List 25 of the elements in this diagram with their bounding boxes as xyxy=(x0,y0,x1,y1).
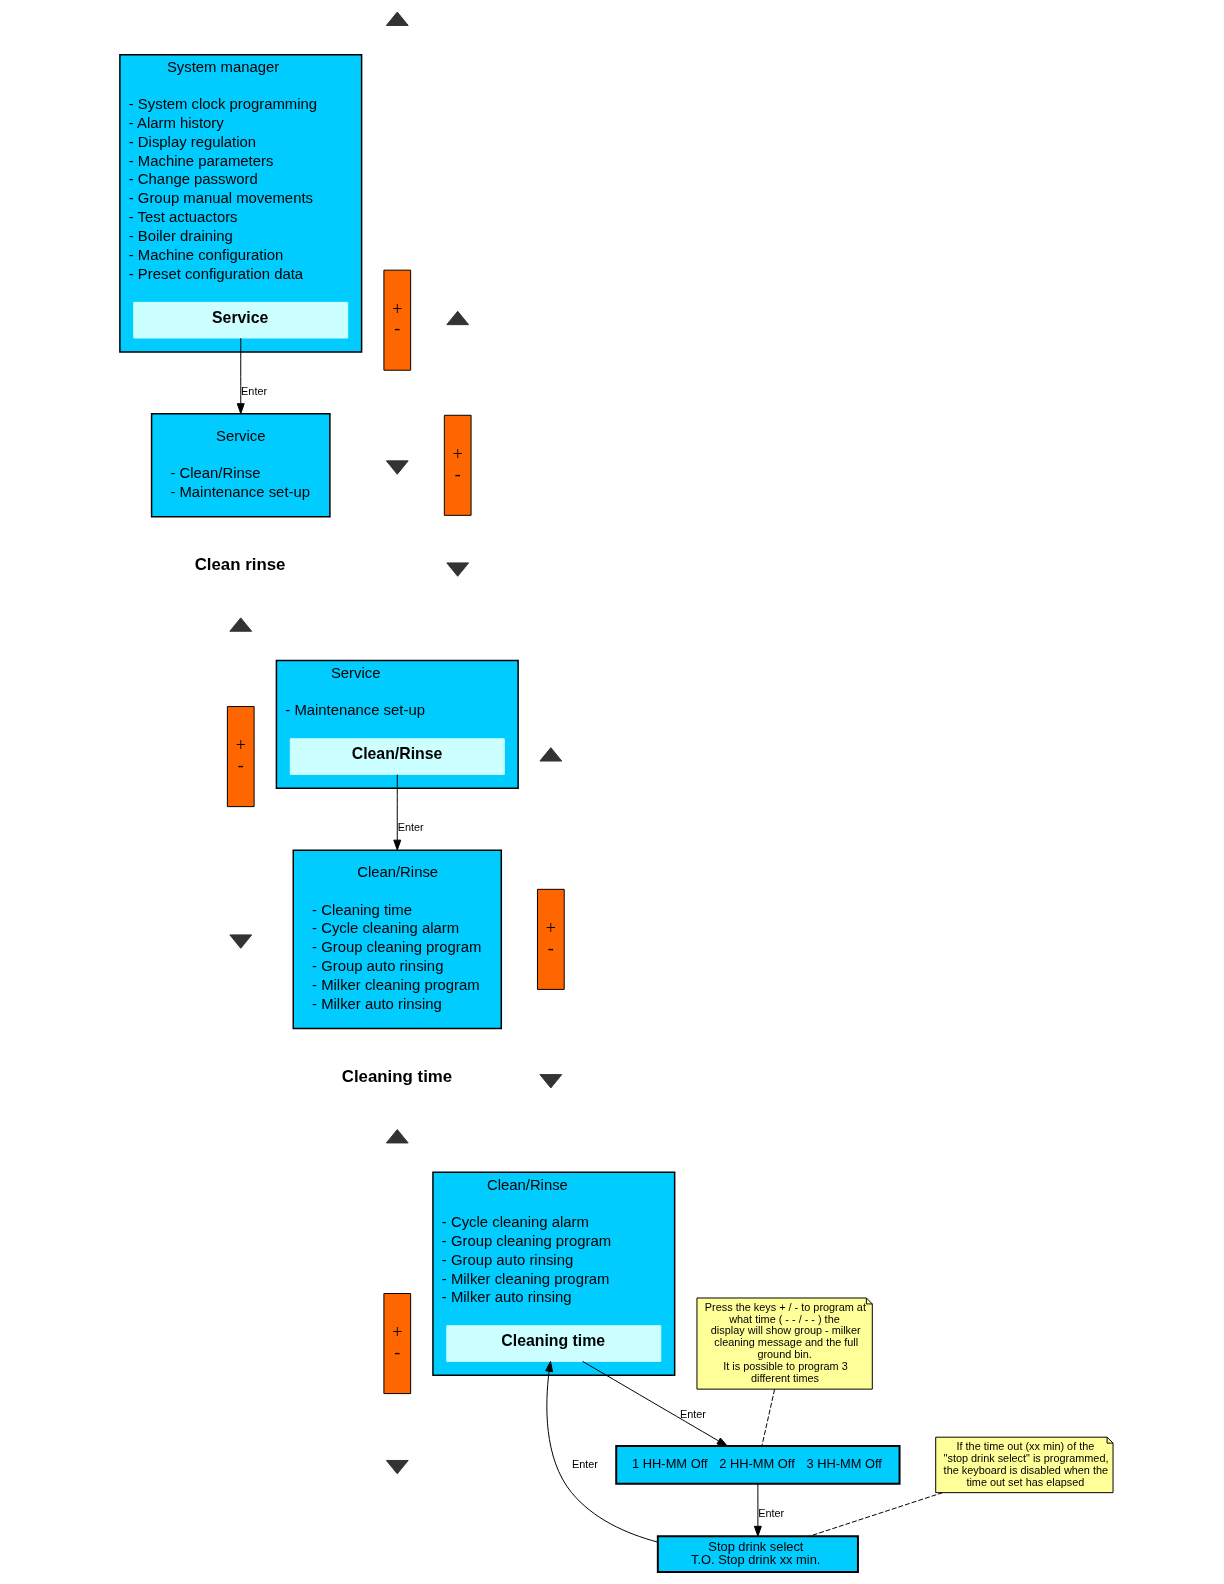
connector xyxy=(808,1492,943,1537)
edge-label: Enter xyxy=(679,1408,706,1421)
node-box: Service xyxy=(132,301,348,339)
node-box: + - xyxy=(382,1293,411,1395)
node-box: 1 HH-MM Off 2 HH-MM Off 3 HH-MM Off xyxy=(614,1445,901,1485)
connector xyxy=(760,1388,775,1447)
node-box: Stop drink select T.O. Stop drink xx min. xyxy=(656,1535,859,1573)
edge-label: Enter xyxy=(757,1507,784,1520)
label: Clean rinse xyxy=(194,555,285,575)
edge-label: Enter xyxy=(240,384,267,397)
node-box: + - xyxy=(226,706,255,808)
node-box: + - xyxy=(443,414,472,516)
edge-label: Enter xyxy=(397,821,424,834)
arrow xyxy=(544,1360,658,1543)
node-box: Clean/Rinse - Cleaning time - Cycle cleaning alarm - Group cleaning program - Group auto rinsing - Milker cleaning program - Milker auto rinsing xyxy=(292,849,502,1030)
edge-label: Enter xyxy=(571,1457,598,1470)
node-box: Service - Clean/Rinse - Maintenance set-up xyxy=(150,413,331,518)
node-box: + - xyxy=(536,888,565,990)
arrow xyxy=(753,1483,762,1537)
arrow xyxy=(392,774,401,851)
node-box: Clean/Rinse xyxy=(289,738,505,775)
label: Cleaning time xyxy=(341,1067,452,1087)
node-box: + - xyxy=(382,269,411,371)
arrow xyxy=(236,337,245,415)
node-box: Cleaning time xyxy=(445,1325,661,1362)
